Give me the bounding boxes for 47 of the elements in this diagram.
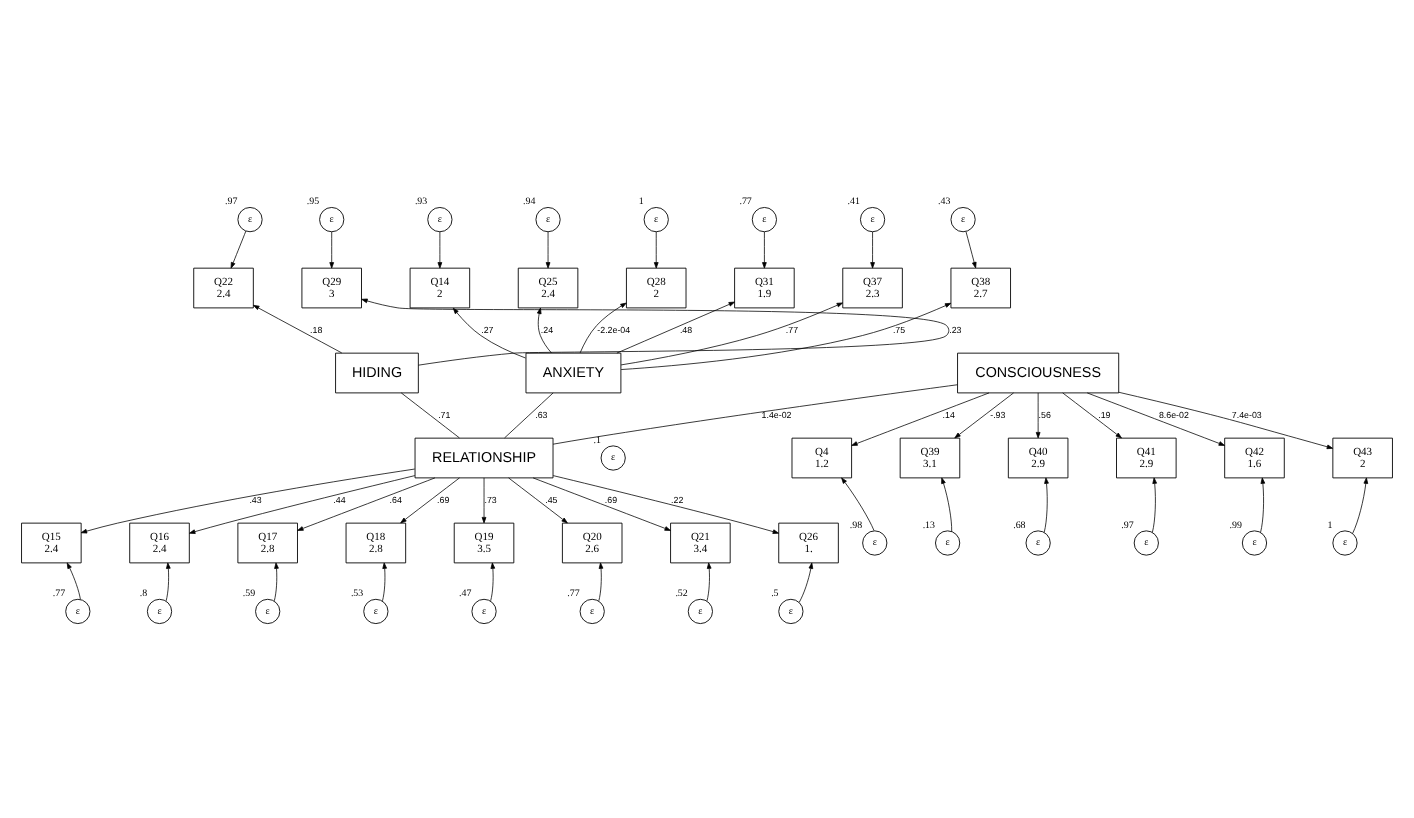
- arrow: [189, 474, 416, 533]
- arrow: [954, 391, 1014, 438]
- arrow: [653, 230, 659, 268]
- arrow: [1152, 476, 1157, 532]
- arrow: [532, 476, 671, 530]
- arrow: [165, 561, 171, 601]
- arrow: [1062, 391, 1122, 438]
- arrow: [253, 303, 343, 353]
- arrow: [841, 476, 875, 530]
- arrow: [545, 230, 551, 268]
- connector: [504, 391, 554, 438]
- arrow: [481, 476, 487, 523]
- arrow: [329, 230, 335, 268]
- arrow: [361, 297, 950, 365]
- arrow: [552, 474, 779, 533]
- arrow: [851, 391, 990, 445]
- arrow: [798, 561, 814, 602]
- arrow: [598, 561, 604, 601]
- arrow: [273, 561, 279, 601]
- arrow: [616, 300, 735, 353]
- arrow: [400, 476, 460, 523]
- arrow: [1118, 390, 1334, 449]
- arrow: [230, 229, 247, 268]
- arrow: [762, 230, 767, 268]
- arrow: [490, 561, 496, 601]
- connector: [400, 391, 460, 438]
- arrow: [382, 561, 387, 601]
- arrow: [965, 230, 977, 268]
- arrow: [870, 230, 875, 268]
- arrow: [1352, 476, 1369, 533]
- connector: [552, 383, 958, 444]
- arrow: [706, 561, 712, 601]
- arrow: [80, 467, 416, 533]
- arrow: [620, 301, 843, 365]
- arrow: [579, 301, 627, 353]
- arrow: [508, 476, 568, 523]
- arrow: [452, 306, 526, 358]
- arrow: [941, 476, 953, 531]
- arrow: [620, 301, 952, 369]
- arrow: [1035, 391, 1041, 438]
- arrow: [437, 230, 443, 268]
- arrow: [1260, 476, 1266, 532]
- arrow: [66, 561, 81, 599]
- arrow: [1086, 391, 1225, 445]
- arrow: [297, 476, 436, 530]
- arrow: [536, 306, 552, 353]
- arrow: [1043, 476, 1049, 532]
